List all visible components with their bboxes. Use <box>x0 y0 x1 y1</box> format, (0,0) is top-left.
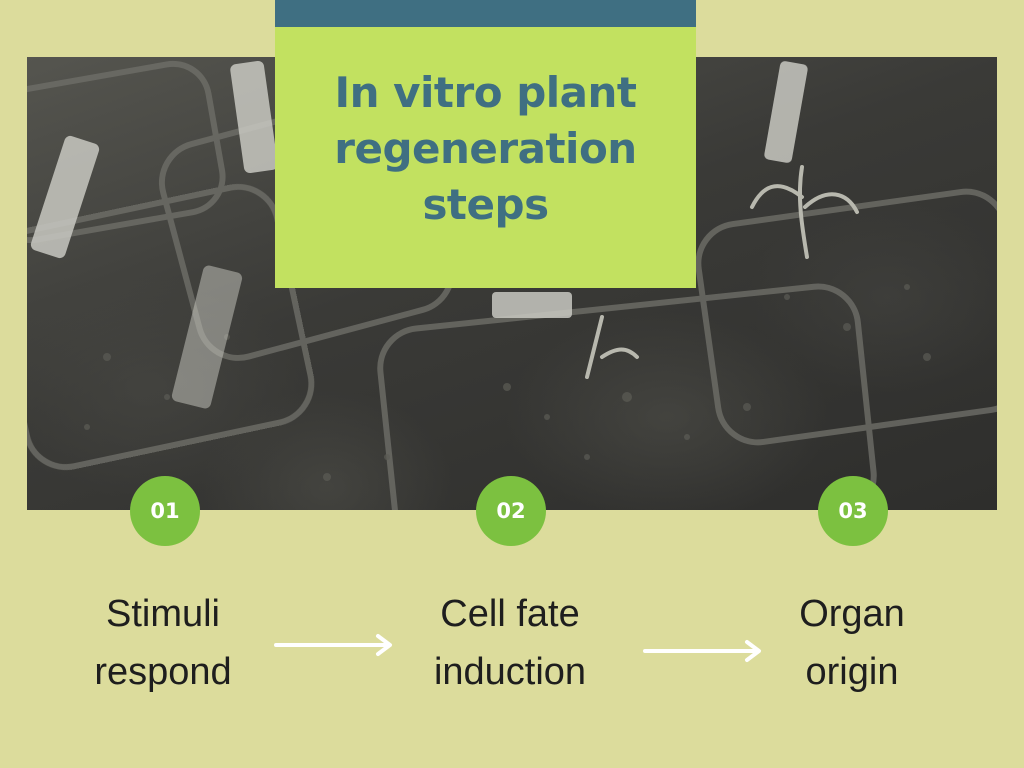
title-line-2: regeneration <box>334 124 637 173</box>
arrow-right-icon <box>643 640 761 662</box>
step-3-label-line-2: origin <box>805 651 899 693</box>
step-2-label-line-2: induction <box>433 651 587 693</box>
page-title: In vitro plant regeneration steps <box>275 65 696 233</box>
title-box: In vitro plant regeneration steps <box>275 27 696 288</box>
title-accent-band <box>275 0 696 27</box>
step-2-label: Cell fate induction <box>410 585 610 701</box>
step-1-label-line-1: Stimuli <box>105 593 221 635</box>
step-3-badge: 03 <box>818 476 888 546</box>
step-1-label: Stimuli respond <box>63 585 263 701</box>
title-line-3: steps <box>422 180 549 229</box>
title-line-1: In vitro plant <box>334 68 637 117</box>
step-2-label-line-1: Cell fate <box>440 593 580 635</box>
arrow-right-icon <box>274 634 392 656</box>
step-1-badge: 01 <box>130 476 200 546</box>
step-3-label: Organ origin <box>752 585 952 701</box>
step-2-badge: 02 <box>476 476 546 546</box>
step-3-label-line-1: Organ <box>799 593 905 635</box>
step-1-label-line-2: respond <box>94 651 232 693</box>
seedling-trays-illustration <box>27 60 997 510</box>
